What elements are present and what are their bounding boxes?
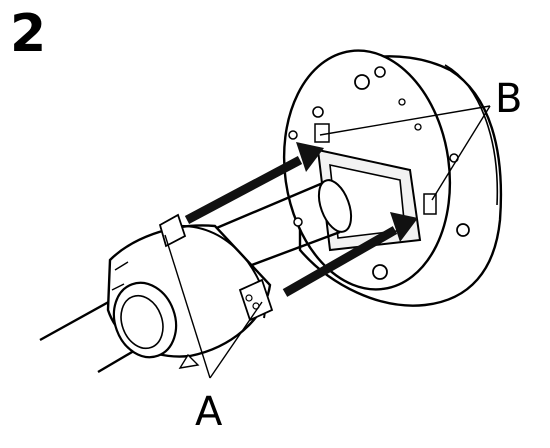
roll-holder-icon [106, 213, 274, 369]
callout-label-a: A [195, 389, 223, 435]
callout-leaders [164, 105, 491, 379]
insertion-arrow-icon [184, 142, 418, 297]
step-number: 2 [10, 4, 47, 64]
callout-label-b: B [495, 76, 522, 122]
roll-holder-flange-icon [282, 49, 503, 307]
